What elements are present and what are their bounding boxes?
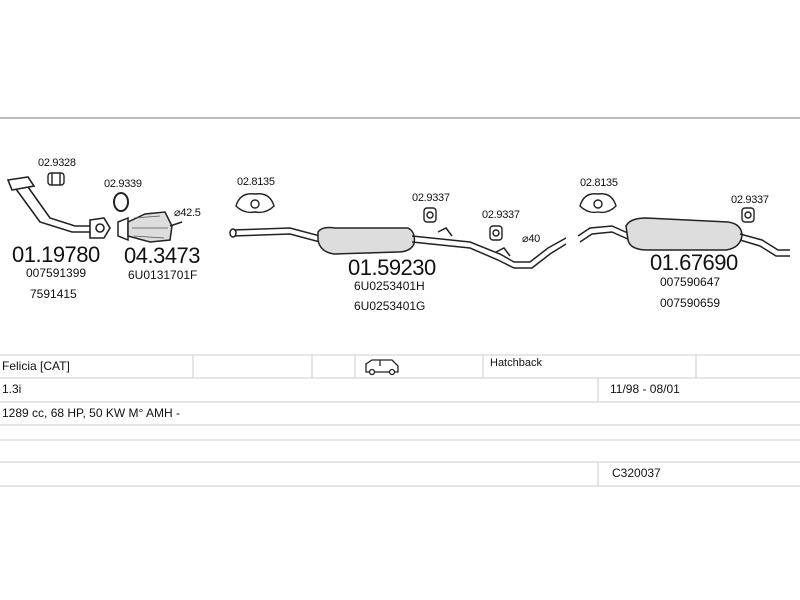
hanger-icon	[423, 207, 437, 223]
hanger-icon	[235, 193, 275, 214]
vehicle-code: C320037	[612, 466, 661, 480]
vehicle-body: Hatchback	[490, 357, 542, 369]
gasket-icon	[113, 192, 129, 212]
front-pipe-part-number[interactable]: 01.19780	[12, 242, 100, 267]
clamp-icon	[47, 172, 65, 186]
vehicle-years: 11/98 - 08/01	[610, 382, 680, 396]
tailpipe-diameter: ⌀40	[522, 233, 540, 245]
hanger-icon	[741, 207, 755, 223]
centre-silencer[interactable]	[229, 226, 567, 269]
front-pipe-ref: 007591399	[26, 266, 87, 280]
vehicle-spec: 1289 cc, 68 HP, 50 KW M° AMH -	[2, 406, 180, 420]
rear-silencer-ref: 007590659	[660, 296, 721, 310]
hanger-part-number: 02.8135	[580, 177, 618, 189]
hanger-part-number: 02.8135	[237, 176, 275, 188]
clamp-part-number: 02.9328	[38, 157, 76, 169]
hanger-icon	[579, 193, 617, 214]
hanger-part-number: 02.9337	[412, 192, 450, 204]
centre-silencer-part-number[interactable]: 01.59230	[348, 255, 436, 280]
catalyst-part-number[interactable]: 04.3473	[124, 243, 201, 268]
hanger-part-number: 02.9337	[731, 194, 769, 206]
front-pipe-ref: 7591415	[30, 287, 77, 301]
rear-silencer[interactable]	[577, 217, 790, 257]
spec-table-grid	[0, 354, 800, 487]
rear-silencer-part-number[interactable]: 01.67690	[650, 250, 738, 275]
hanger-icon	[489, 225, 503, 241]
catalyst-ref: 6U0131701F	[128, 268, 198, 282]
centre-silencer-ref: 6U0253401H	[354, 279, 425, 293]
hanger-part-number: 02.9337	[482, 209, 520, 221]
car-estate-icon	[365, 359, 399, 376]
centre-silencer-ref: 6U0253401G	[354, 299, 426, 313]
catalytic-converter[interactable]	[117, 211, 183, 243]
vehicle-model: Felicia [CAT]	[2, 359, 70, 373]
catalyst-diameter: ⌀42.5	[174, 207, 201, 219]
front-pipe[interactable]	[6, 176, 111, 239]
gasket-part-number: 02.9339	[104, 178, 142, 190]
vehicle-engine: 1.3i	[2, 382, 22, 396]
rear-silencer-ref: 007590647	[660, 275, 721, 289]
